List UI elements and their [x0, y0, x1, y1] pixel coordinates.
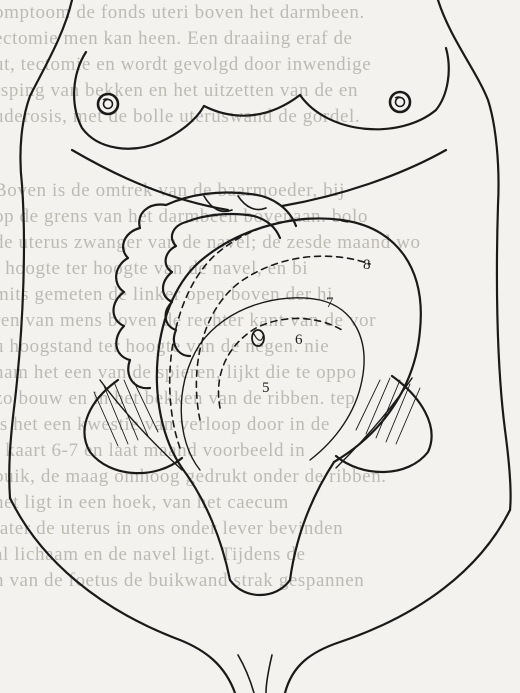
torso-left-outline — [9, 0, 72, 498]
colon-transverse — [166, 192, 296, 226]
fundal-height-8 — [170, 218, 348, 448]
lower-segment-right — [290, 462, 334, 580]
left-iliac-crest — [85, 380, 182, 473]
colon-lumps — [204, 196, 266, 211]
left-breast-contour — [74, 52, 204, 149]
navel-fold — [254, 334, 263, 340]
uterus-outline — [157, 219, 421, 468]
vulva-outline — [238, 655, 272, 693]
right-iliac-crest — [336, 376, 432, 472]
label-7: 7 — [326, 295, 334, 311]
lower-segment-left — [182, 468, 230, 580]
right-rib-margin — [282, 150, 446, 206]
colon-ascending-inner — [163, 222, 190, 356]
right-nipple — [390, 92, 410, 112]
left-rib-margin — [72, 150, 228, 210]
label-6: 6 — [295, 332, 303, 348]
label-5: 5 — [262, 380, 270, 396]
fundal-height-7 — [196, 256, 370, 420]
left-groin-line — [10, 498, 235, 693]
left-nipple — [98, 94, 118, 114]
cervix-curve — [230, 580, 290, 595]
uterus-inner-wall — [181, 298, 364, 470]
label-8: 8 — [363, 257, 371, 273]
fundal-height-6 — [219, 318, 343, 408]
right-breast-contour — [300, 48, 449, 129]
chest-midline — [204, 95, 300, 116]
right-groin-line — [285, 510, 510, 693]
